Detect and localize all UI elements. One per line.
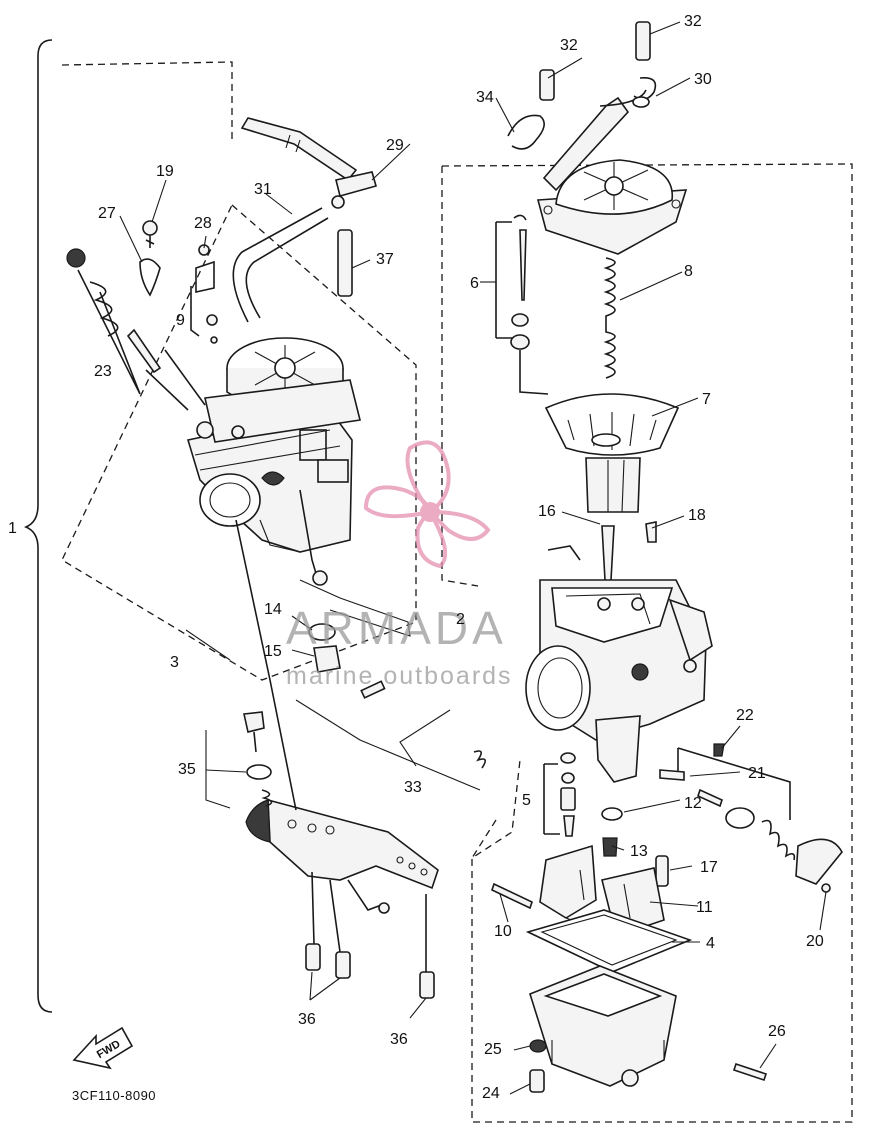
right-carburetor-body	[525, 545, 713, 783]
left-linkage	[205, 519, 439, 999]
callout-33: 33	[404, 779, 422, 796]
callout-27: 27	[98, 205, 116, 222]
callout-26: 26	[768, 1023, 786, 1040]
top-cover	[536, 159, 688, 255]
diaphragm-spring	[603, 257, 616, 379]
fwd-direction-arrow: FWD	[72, 1026, 134, 1070]
callout-20: 20	[806, 933, 824, 950]
float-needle	[602, 837, 618, 857]
callout-22: 22	[736, 707, 754, 724]
top-bracket-group	[507, 21, 657, 192]
drain-plug	[529, 1069, 545, 1093]
drain-screw	[491, 882, 533, 910]
watermark-logo	[363, 440, 491, 569]
drain-gasket	[529, 1039, 547, 1053]
float-needle-seat	[601, 807, 623, 821]
pilot-screw	[645, 521, 657, 543]
diaphragm-piston	[544, 393, 680, 513]
callout-7: 7	[702, 391, 711, 408]
callout-36b: 36	[390, 1031, 408, 1048]
jet-needle-set	[495, 214, 549, 395]
float	[539, 844, 665, 938]
callout-29: 29	[386, 137, 404, 154]
callout-23: 23	[94, 363, 112, 380]
fuel-hose-set	[232, 117, 377, 323]
left-small-parts	[66, 220, 218, 411]
callout-15: 15	[264, 643, 282, 660]
callout-21: 21	[748, 765, 766, 782]
callout-4: 4	[706, 935, 715, 952]
float-bowl	[529, 965, 677, 1087]
bowl-screw	[732, 1062, 768, 1082]
callout-17: 17	[700, 859, 718, 876]
main-jet-group	[543, 752, 576, 837]
throttle-stop-screw	[295, 579, 486, 791]
callout-9: 9	[176, 312, 185, 329]
callout-34: 34	[476, 89, 494, 106]
right-assembly-outline	[441, 163, 853, 1123]
callout-25: 25	[484, 1041, 502, 1058]
callout-13: 13	[630, 843, 648, 860]
float-pin	[655, 855, 669, 887]
callout-32a: 32	[560, 37, 578, 54]
callout-36a: 36	[298, 1011, 316, 1028]
callout-30: 30	[694, 71, 712, 88]
callout-24: 24	[482, 1085, 500, 1102]
callout-35: 35	[178, 761, 196, 778]
callout-31: 31	[254, 181, 272, 198]
drawing-code: 3CF110-8090	[72, 1088, 156, 1103]
callout-14: 14	[264, 601, 282, 618]
callout-16: 16	[538, 503, 556, 520]
callout-labels: 2 3 4 5 6 7 8 9 10 11 12 13 14 15 16 17 …	[94, 13, 824, 1102]
callout-37: 37	[376, 251, 394, 268]
callout-2: 2	[456, 611, 465, 628]
float-assembly-outline	[471, 819, 497, 859]
watermark-brand: ARMADA	[286, 602, 507, 654]
callout-3: 3	[170, 654, 179, 671]
accelerator-pump	[659, 743, 843, 893]
leader-lines	[119, 21, 827, 1095]
callout-32b: 32	[684, 13, 702, 30]
callout-8: 8	[684, 263, 693, 280]
watermark-tagline: marine outboards	[286, 662, 513, 690]
callout-28: 28	[194, 215, 212, 232]
left-assembly-outline	[61, 61, 417, 681]
callout-10: 10	[494, 923, 512, 940]
callout-11: 11	[696, 899, 713, 916]
callout-1: 1	[8, 520, 17, 537]
callout-12: 12	[684, 795, 702, 812]
callout-19: 19	[156, 163, 174, 180]
callout-5: 5	[522, 792, 531, 809]
callout-18: 18	[688, 507, 706, 524]
float-bowl-gasket	[525, 909, 693, 973]
callout-6: 6	[470, 275, 479, 292]
left-carburetor	[186, 337, 361, 586]
assembly-brace	[23, 39, 53, 1013]
